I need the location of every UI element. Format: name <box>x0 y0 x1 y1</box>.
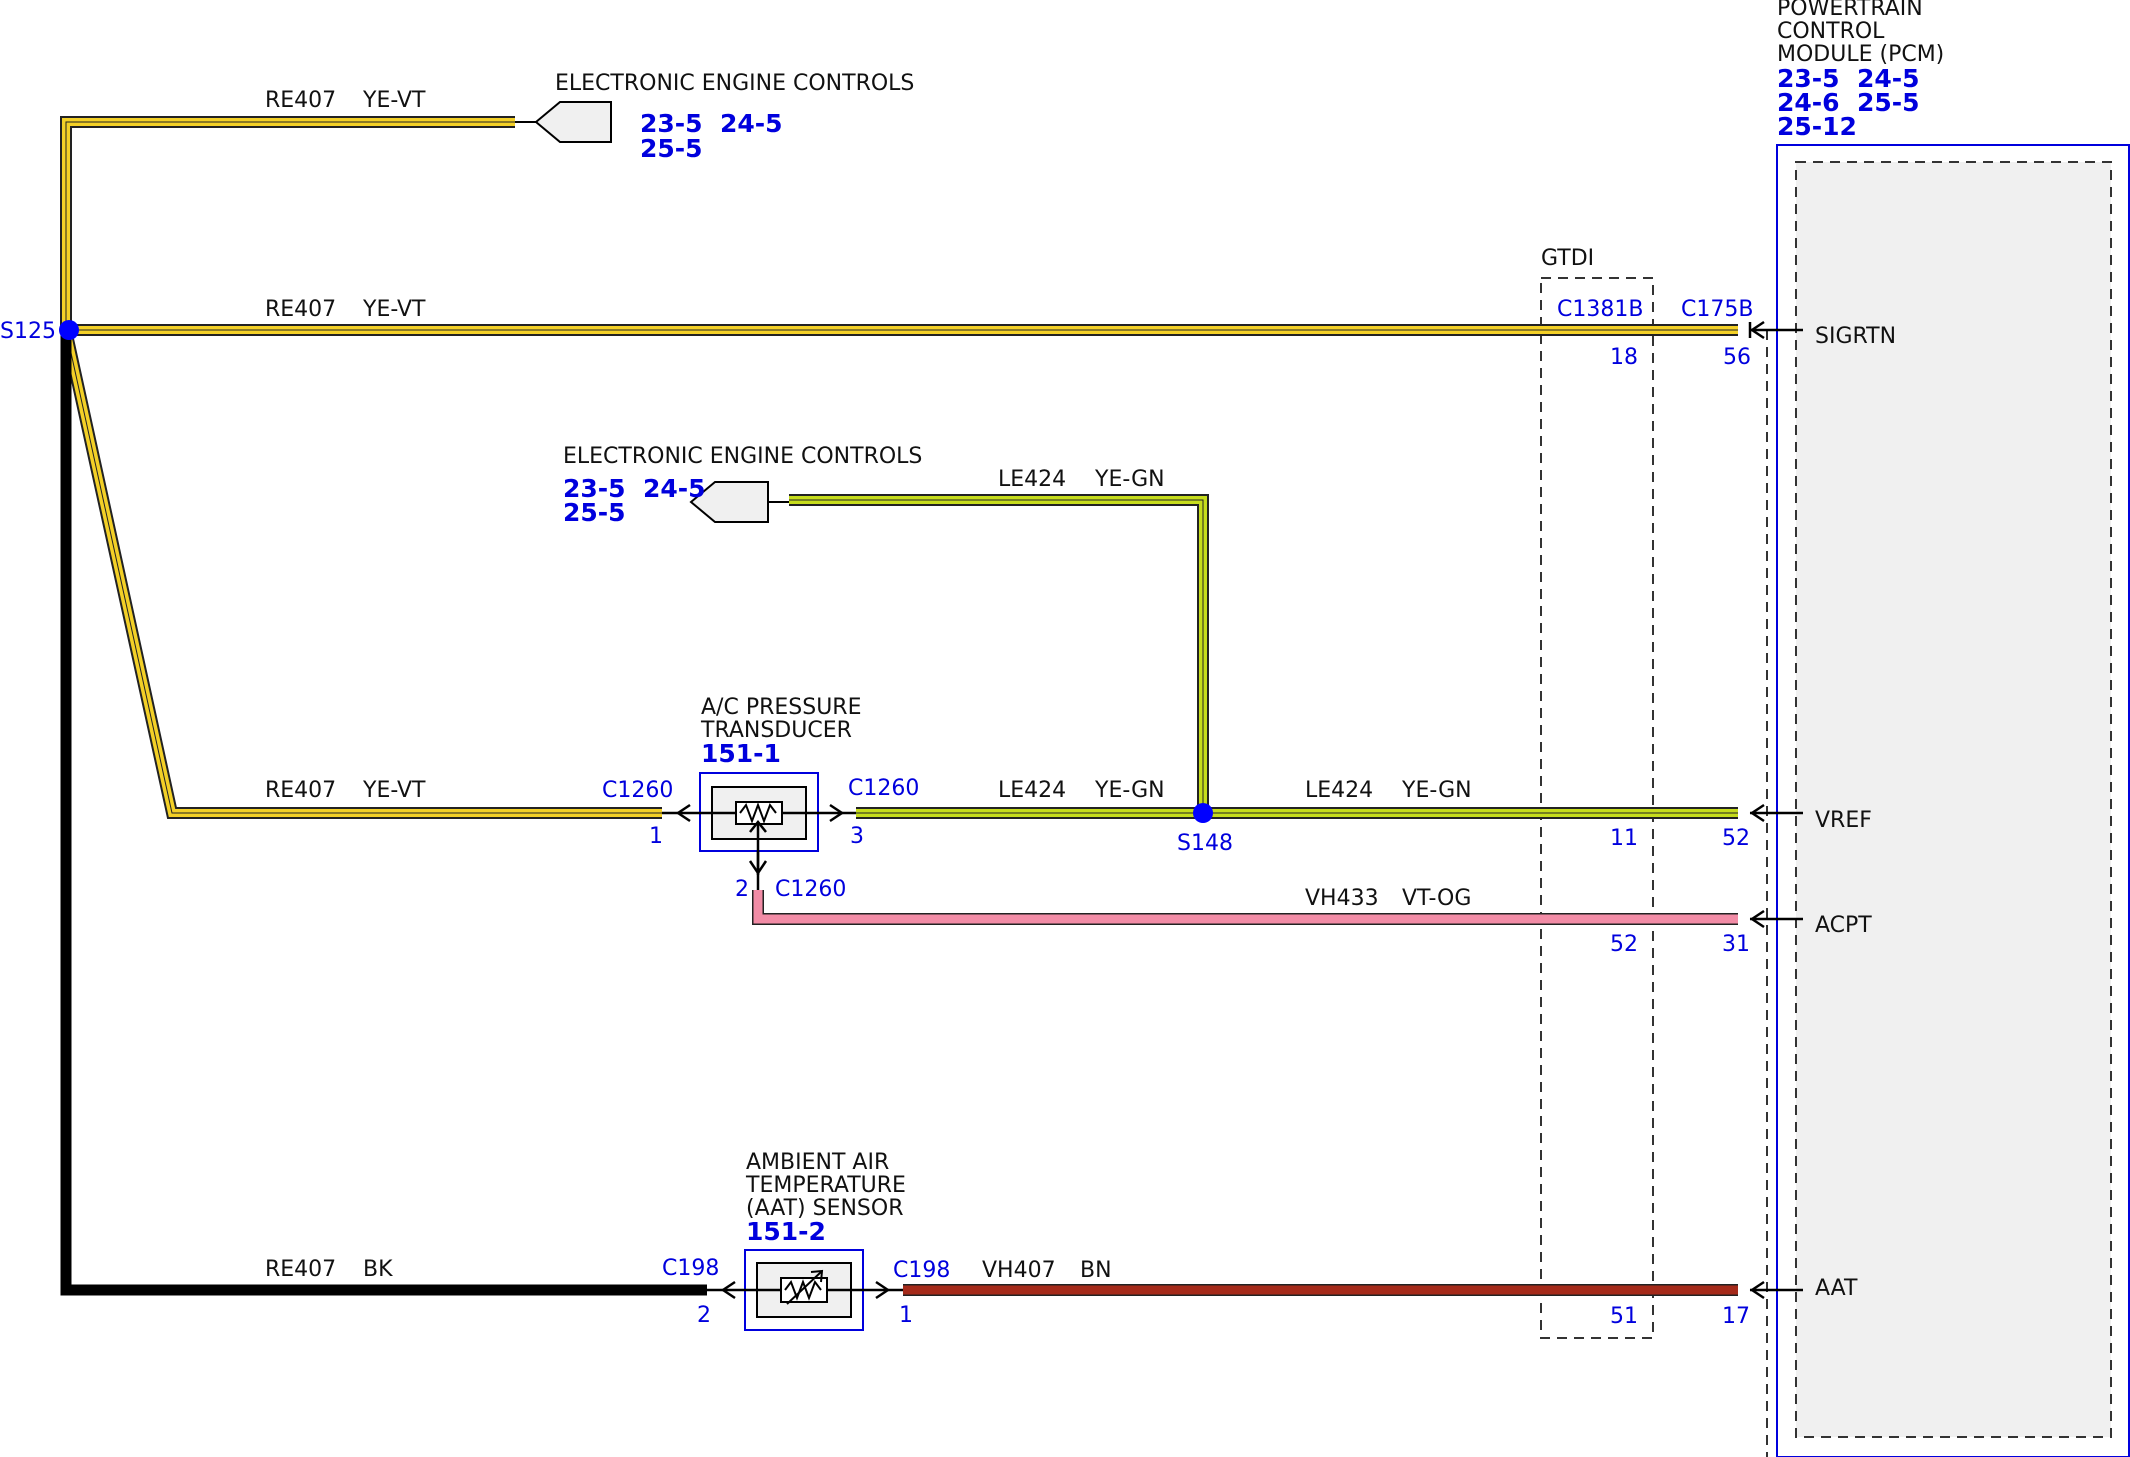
gtdi-label: GTDI <box>1541 246 1594 271</box>
pcm-title-line-2: CONTROL <box>1777 19 1885 44</box>
pcm-outline <box>1776 144 2130 1457</box>
pcm-title-line-3: MODULE (PCM) <box>1777 42 1944 67</box>
pcm-ref-line-2[interactable]: 24-6 25-5 <box>1777 88 1920 117</box>
splice-s125[interactable] <box>59 320 79 340</box>
splice-s148-label: S148 <box>1177 831 1233 856</box>
pcm-ref-line-3[interactable]: 25-12 <box>1777 112 1857 141</box>
wire-aat-left[interactable] <box>60 330 707 1296</box>
wire-acpt-color: VT-OG <box>1402 886 1471 911</box>
eec-top-ref-1[interactable]: 23-5 24-5 <box>640 109 783 138</box>
ac-sensor-title-2: TRANSDUCER <box>700 718 852 743</box>
pcm-connector-pin-vref: 52 <box>1722 826 1750 851</box>
gtdi-pin-vref: 11 <box>1610 826 1638 851</box>
eec-mid-connector[interactable] <box>689 481 789 523</box>
aat-sensor-title-2: TEMPERATURE <box>745 1173 906 1198</box>
pcm-module: POWERTRAIN CONTROL MODULE (PCM) 23-5 24-… <box>1776 0 2130 1457</box>
gtdi-pin-aat: 51 <box>1610 1304 1638 1329</box>
wire-top-color: YE-VT <box>362 88 426 113</box>
wire-eec-mid-circuit: LE424 <box>998 467 1066 492</box>
aat-sensor-arrows <box>707 1280 903 1300</box>
pcm-pin-acpt: ACPT <box>1815 913 1872 938</box>
wire-sigrtn-color: YE-VT <box>362 297 426 322</box>
pcm-pin-vref: VREF <box>1815 808 1872 833</box>
wire-ac-left[interactable] <box>60 328 662 819</box>
aat-sensor-title-1: AMBIENT AIR <box>746 1150 889 1175</box>
aat-sensor-conn-left: C198 <box>662 1256 719 1281</box>
wire-aat-left-circuit: RE407 <box>265 1257 336 1282</box>
wire-eec-mid-color: YE-GN <box>1094 467 1165 492</box>
wire-ac-right-color: YE-GN <box>1094 778 1165 803</box>
ac-sensor-ref[interactable]: 151-1 <box>701 739 781 768</box>
pcm-internal-box <box>1795 161 2112 1438</box>
ac-sensor-conn-right: C1260 <box>848 776 919 801</box>
ac-sensor-pin-bottom: 2 <box>735 877 749 902</box>
ac-sensor-title-1: A/C PRESSURE <box>701 695 862 720</box>
gtdi-connector-label: C1381B <box>1557 297 1643 322</box>
pcm-connector-pin-aat: 17 <box>1722 1304 1750 1329</box>
aat-sensor-ref[interactable]: 151-2 <box>746 1217 826 1246</box>
ac-sensor-arrows <box>662 803 856 890</box>
aat-sensor-pin-right: 1 <box>899 1303 913 1328</box>
eec-mid-ref-2[interactable]: 25-5 <box>563 498 626 527</box>
pcm-pin-aat: AAT <box>1815 1276 1858 1301</box>
aat-sensor-pin-left: 2 <box>697 1303 711 1328</box>
wire-acpt-circuit: VH433 <box>1305 886 1379 911</box>
wire-top-re407[interactable] <box>60 116 515 330</box>
aat-sensor-title-3: (AAT) SENSOR <box>746 1196 904 1221</box>
aat-sensor-conn-right: C198 <box>893 1258 950 1283</box>
pcm-pin-arrows <box>1748 320 1803 1300</box>
ac-sensor-pin-left: 1 <box>649 824 663 849</box>
pcm-pin-sigrtn: SIGRTN <box>1815 324 1896 349</box>
gtdi-pin-sigrtn: 18 <box>1610 345 1638 370</box>
splice-s148[interactable] <box>1193 803 1213 823</box>
pcm-connector-pin-sigrtn: 56 <box>1723 345 1751 370</box>
wire-vref-color: YE-GN <box>1401 778 1472 803</box>
wire-acpt[interactable] <box>752 890 1738 925</box>
eec-top-title: ELECTRONIC ENGINE CONTROLS <box>555 71 914 96</box>
wire-top-circuit: RE407 <box>265 88 336 113</box>
wire-ac-left-color: YE-VT <box>362 778 426 803</box>
eec-mid-ref-1[interactable]: 23-5 24-5 <box>563 474 706 503</box>
pcm-ref-line-1[interactable]: 23-5 24-5 <box>1777 64 1920 93</box>
pcm-connector-pin-acpt: 31 <box>1722 932 1750 957</box>
splice-s125-label: S125 <box>0 319 56 344</box>
wire-vref-circuit: LE424 <box>1305 778 1373 803</box>
eec-mid-title: ELECTRONIC ENGINE CONTROLS <box>563 444 922 469</box>
ac-sensor-conn-bottom: C1260 <box>775 877 846 902</box>
pcm-title-line-1: POWERTRAIN <box>1777 0 1923 21</box>
gtdi-box <box>1540 277 1654 1339</box>
eec-top-ref-2[interactable]: 25-5 <box>640 134 703 163</box>
wire-aat-left-color: BK <box>363 1257 393 1282</box>
pcm-connector-label: C175B <box>1681 297 1753 322</box>
wire-eec-mid[interactable] <box>789 494 1209 813</box>
ac-sensor-pin-right: 3 <box>850 824 864 849</box>
ac-sensor-conn-left: C1260 <box>602 778 673 803</box>
wire-ac-left-circuit: RE407 <box>265 778 336 803</box>
wire-aat-right-circuit: VH407 <box>982 1258 1056 1283</box>
wire-sigrtn-circuit: RE407 <box>265 297 336 322</box>
wire-ac-right-circuit: LE424 <box>998 778 1066 803</box>
wire-aat-right-color: BN <box>1080 1258 1112 1283</box>
gtdi-pin-acpt: 52 <box>1610 932 1638 957</box>
eec-top-connector[interactable] <box>515 101 612 143</box>
